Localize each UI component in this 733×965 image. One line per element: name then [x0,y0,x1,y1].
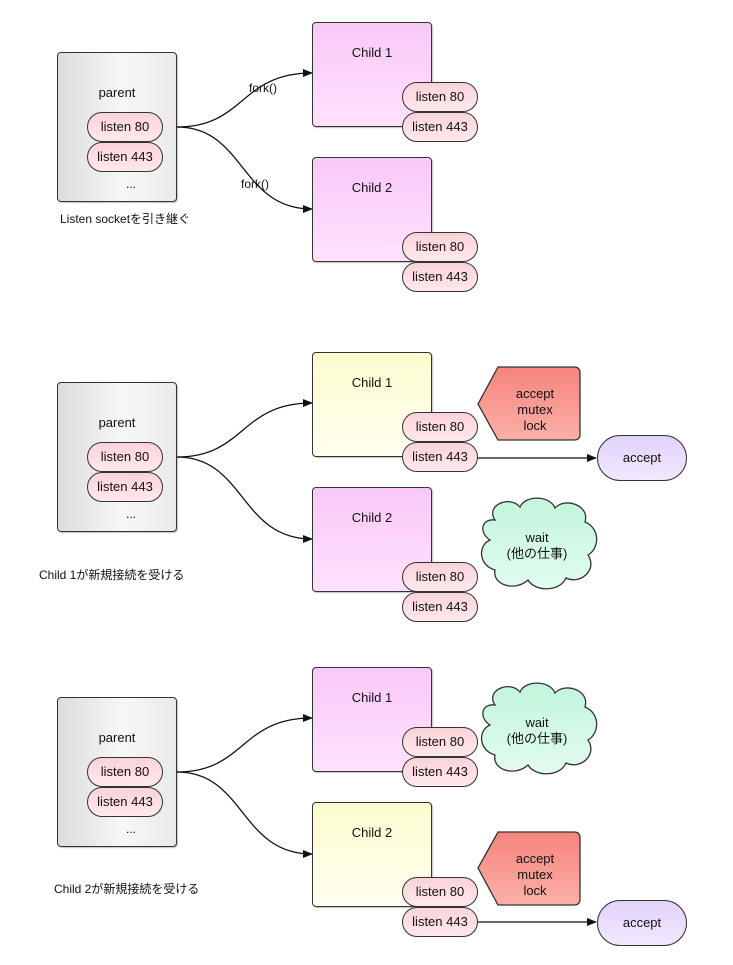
parent-listen-443-socket: listen 443 [87,142,163,172]
child-1-listen-443-socket: listen 443 [402,757,478,787]
connector-child-1 [176,399,313,458]
scenario-caption: Child 2が新規接続を受ける [54,882,200,896]
child-2-label: Child 2 [351,825,393,840]
wait-line-2: (他の仕事) [506,731,568,746]
connector-child-2 [176,456,313,543]
child-2-listen-80-socket: listen 80 [402,877,478,907]
child-2-listen-80-socket: listen 80 [402,562,478,592]
mutex-line-mutex: mutex [517,867,553,882]
scenario-caption: Child 1が新規接続を受ける [39,568,185,582]
parent-listen-80-socket: listen 80 [87,757,163,787]
mutex-lock-shape [477,366,581,441]
wait-line-1: wait [525,530,549,545]
child-2-listen-443-socket: listen 443 [402,592,478,622]
scenario-caption: Listen socketを引き継ぐ [60,212,191,226]
parent-label: parent [98,415,136,430]
child-2-listen-80-socket: listen 80 [402,232,478,262]
wait-line-2: (他の仕事) [506,546,568,561]
child-1-label: Child 1 [351,45,393,60]
child-1-label: Child 1 [351,690,393,705]
child-2-label: Child 2 [351,510,393,525]
parent-label: parent [98,85,136,100]
parent-label: parent [98,730,136,745]
child-1-listen-80-socket: listen 80 [402,727,478,757]
child-1-listen-80-socket: listen 80 [402,82,478,112]
accept-oval: accept [597,900,687,946]
mutex-lock-text: accept mutex lock [494,386,576,434]
mutex-lock-text: accept mutex lock [494,851,576,899]
parent-listen-80-socket: listen 80 [87,442,163,472]
parent-listen-80-socket: listen 80 [87,112,163,142]
parent-more-sockets: ... [125,177,136,191]
child-1-label: Child 1 [351,375,393,390]
fork-label: fork() [249,81,277,95]
child-2-label: Child 2 [351,180,393,195]
wait-cloud-shape [480,497,598,590]
fork-connector-child-2 [176,126,313,213]
wait-cloud-text: wait (他の仕事) [492,715,582,747]
child-1-listen-80-socket: listen 80 [402,412,478,442]
accept-oval: accept [597,435,687,481]
wait-line-1: wait [525,715,549,730]
connector-child-2 [176,771,313,858]
mutex-line-accept: accept [515,386,555,401]
mutex-line-lock: lock [523,418,547,433]
wait-cloud-text: wait (他の仕事) [492,530,582,562]
parent-more-sockets: ... [125,507,136,521]
mutex-lock-shape [477,831,581,906]
mutex-line-mutex: mutex [517,402,553,417]
mutex-line-lock: lock [523,883,547,898]
child-1-listen-443-socket: listen 443 [402,112,478,142]
fork-label: fork() [241,177,269,191]
parent-listen-443-socket: listen 443 [87,472,163,502]
parent-listen-443-socket: listen 443 [87,787,163,817]
mutex-line-accept: accept [515,851,555,866]
child-2-listen-443-socket: listen 443 [402,262,478,292]
connector-child-1 [176,714,313,773]
child-1-listen-443-socket: listen 443 [402,442,478,472]
fork-connector-child-1 [176,69,313,128]
parent-more-sockets: ... [125,822,136,836]
child-2-listen-443-socket: listen 443 [402,907,478,937]
wait-cloud-shape [480,682,598,775]
